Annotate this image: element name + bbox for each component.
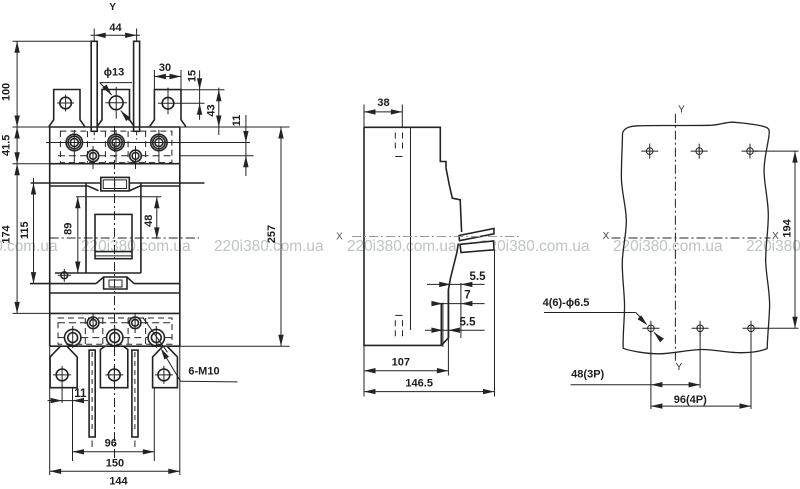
svg-text:107: 107 <box>392 357 410 369</box>
svg-text:220i380.com.ua: 220i380.com.ua <box>347 238 457 255</box>
svg-text:220i380.com.ua: 220i380.com.ua <box>0 238 58 255</box>
svg-text:41.5: 41.5 <box>1 135 13 156</box>
svg-text:7: 7 <box>464 290 470 302</box>
svg-text:Y: Y <box>678 105 685 116</box>
svg-text:X: X <box>603 231 610 242</box>
svg-text:44: 44 <box>109 22 122 34</box>
svg-text:100: 100 <box>1 83 13 101</box>
svg-text:6-M10: 6-M10 <box>188 365 219 377</box>
svg-text:ϕ13: ϕ13 <box>104 67 124 79</box>
svg-text:96(4P): 96(4P) <box>674 394 707 406</box>
svg-text:174: 174 <box>1 224 13 243</box>
svg-text:48(3P): 48(3P) <box>571 369 604 381</box>
svg-text:38: 38 <box>377 97 389 109</box>
svg-text:43: 43 <box>205 104 217 116</box>
svg-text:220i380.com.ua: 220i380.com.ua <box>613 238 723 255</box>
svg-text:220i380.com.ua: 220i380.com.ua <box>480 238 590 255</box>
svg-text:146.5: 146.5 <box>405 378 433 390</box>
svg-text:5.5: 5.5 <box>460 317 477 329</box>
svg-text:11: 11 <box>231 115 243 127</box>
svg-text:15: 15 <box>186 70 198 82</box>
svg-text:4(6)-ϕ6.5: 4(6)-ϕ6.5 <box>543 297 590 309</box>
svg-text:11: 11 <box>74 388 87 400</box>
svg-text:220i380.com.ua: 220i380.com.ua <box>746 238 800 255</box>
svg-text:257: 257 <box>266 225 278 243</box>
svg-text:Y: Y <box>676 362 683 373</box>
svg-text:96: 96 <box>105 438 117 450</box>
svg-text:194: 194 <box>781 218 793 237</box>
svg-text:150: 150 <box>106 457 124 469</box>
svg-text:220i380.com.ua: 220i380.com.ua <box>81 238 191 255</box>
svg-text:220i380.com.ua: 220i380.com.ua <box>214 238 324 255</box>
svg-text:30: 30 <box>159 62 171 74</box>
svg-text:48: 48 <box>143 215 155 227</box>
svg-text:5.5: 5.5 <box>470 271 487 283</box>
svg-text:X: X <box>336 231 343 242</box>
svg-text:X: X <box>772 231 779 242</box>
svg-text:144: 144 <box>109 475 128 487</box>
svg-text:115: 115 <box>19 221 31 239</box>
svg-text:89: 89 <box>63 223 75 235</box>
svg-text:Y: Y <box>109 2 116 13</box>
